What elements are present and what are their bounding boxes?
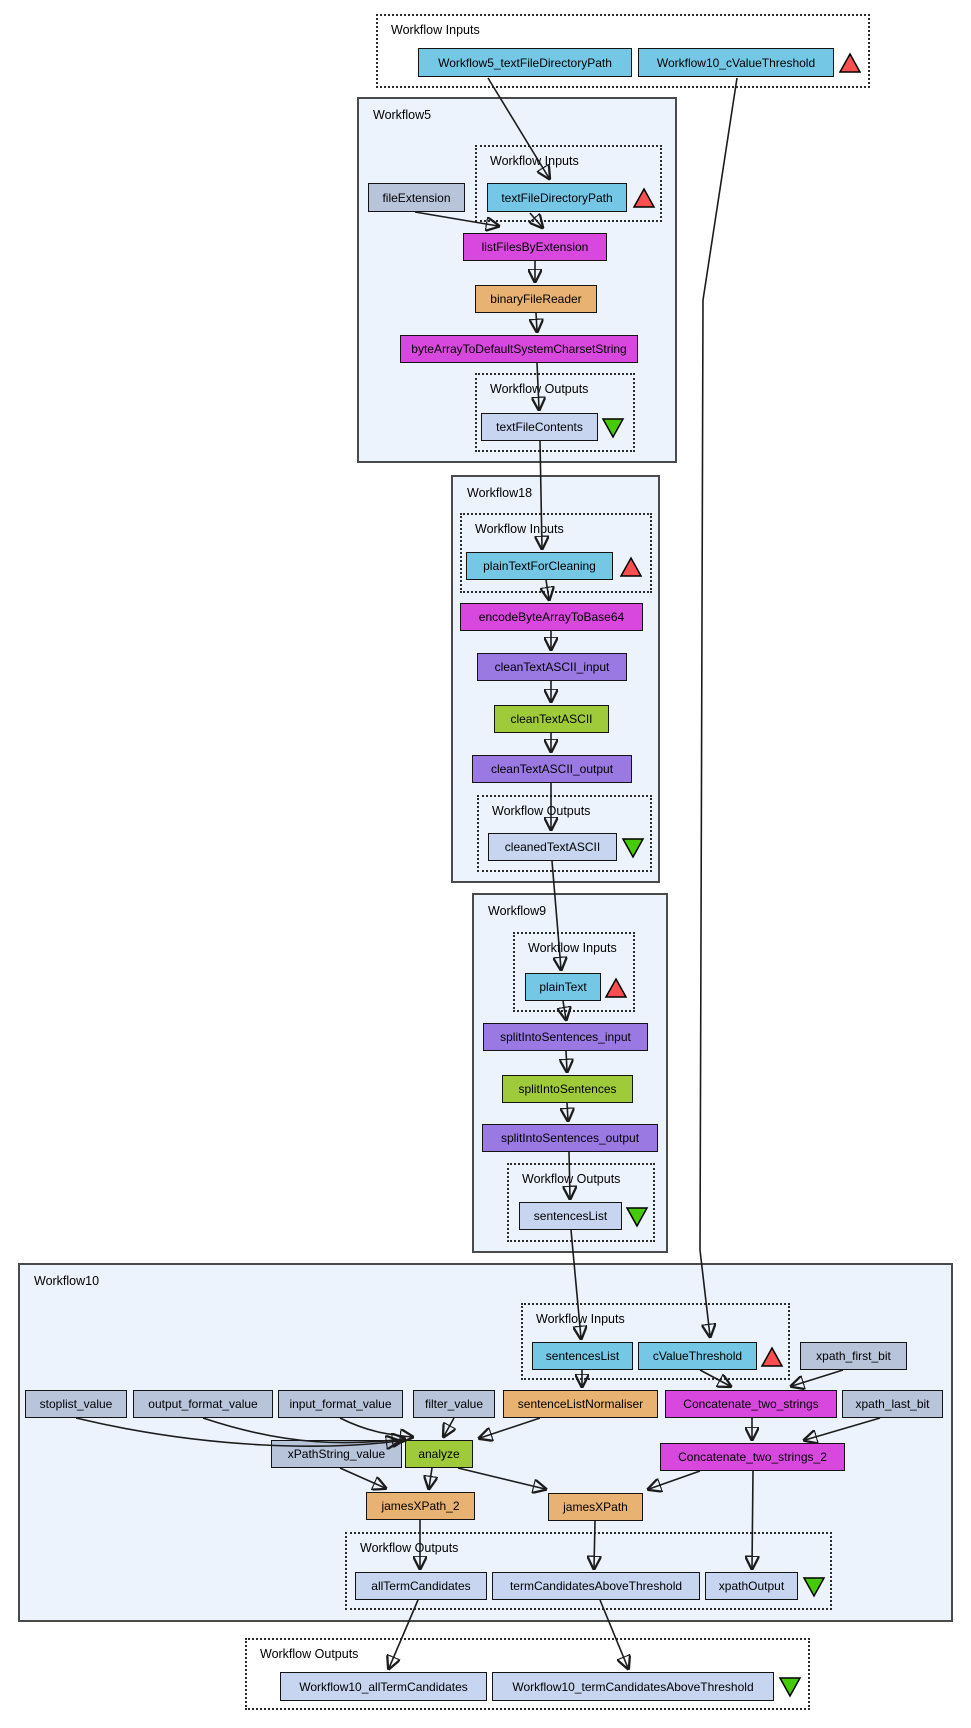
node-binaryFileReader[interactable]: binaryFileReader bbox=[475, 285, 597, 313]
port-sentencesList-in[interactable]: sentencesList bbox=[532, 1342, 633, 1370]
port-textFileContents[interactable]: textFileContents bbox=[481, 413, 598, 441]
node-jamesXPath[interactable]: jamesXPath bbox=[548, 1493, 643, 1521]
workflow5-inputs-title: Workflow Inputs bbox=[490, 154, 579, 168]
workflow5-title: Workflow5 bbox=[373, 108, 432, 122]
node-encodeByteArrayToBase64[interactable]: encodeByteArrayToBase64 bbox=[460, 603, 643, 631]
node-xpath_last_bit[interactable]: xpath_last_bit bbox=[842, 1390, 943, 1418]
node-sentenceListNormaliser[interactable]: sentenceListNormaliser bbox=[503, 1390, 658, 1418]
workflow9-inputs-box: Workflow Inputs bbox=[513, 932, 635, 1012]
output-port-icon bbox=[778, 1677, 802, 1698]
port-textFileDirectoryPath[interactable]: textFileDirectoryPath bbox=[487, 183, 627, 212]
node-xpath_first_bit[interactable]: xpath_first_bit bbox=[800, 1342, 907, 1370]
port-sentencesList-out[interactable]: sentencesList bbox=[519, 1202, 622, 1230]
node-fileExtension[interactable]: fileExtension bbox=[368, 183, 465, 212]
workflow10-outputs-box: Workflow Outputs bbox=[345, 1532, 832, 1610]
edge bbox=[699, 77, 738, 1336]
port-xpathOutput[interactable]: xpathOutput bbox=[705, 1572, 798, 1600]
node-filter_value[interactable]: filter_value bbox=[413, 1390, 495, 1418]
node-cleanTextASCII_output[interactable]: cleanTextASCII_output bbox=[472, 755, 632, 783]
port-plainText[interactable]: plainText bbox=[525, 973, 601, 1001]
port-termCandidatesAboveThreshold[interactable]: termCandidatesAboveThreshold bbox=[492, 1572, 700, 1600]
node-jamesXPath_2[interactable]: jamesXPath_2 bbox=[366, 1492, 475, 1520]
node-input_format_value[interactable]: input_format_value bbox=[278, 1390, 403, 1418]
output-port-icon bbox=[802, 1577, 826, 1598]
node-output_format_value[interactable]: output_format_value bbox=[133, 1390, 273, 1418]
top-workflow-inputs-box: Workflow Inputs bbox=[376, 14, 870, 88]
node-byteArrayToDefaultSystemCharsetString[interactable]: byteArrayToDefaultSystemCharsetString bbox=[400, 335, 638, 363]
output-port-icon bbox=[621, 838, 645, 859]
port-allTermCandidates[interactable]: allTermCandidates bbox=[355, 1572, 487, 1600]
port-Workflow10_cValueThreshold[interactable]: Workflow10_cValueThreshold bbox=[638, 48, 834, 77]
input-port-icon bbox=[632, 187, 656, 208]
input-port-icon bbox=[604, 977, 628, 998]
workflow5-outputs-title: Workflow Outputs bbox=[490, 382, 589, 396]
node-stoplist_value[interactable]: stoplist_value bbox=[25, 1390, 127, 1418]
node-analyze[interactable]: analyze bbox=[405, 1440, 473, 1468]
workflow18-outputs-box: Workflow Outputs bbox=[477, 795, 652, 872]
workflow9-outputs-title: Workflow Outputs bbox=[522, 1172, 621, 1186]
workflow10-title: Workflow10 bbox=[34, 1274, 100, 1288]
node-splitIntoSentences_input[interactable]: splitIntoSentences_input bbox=[483, 1023, 648, 1051]
output-port-icon bbox=[601, 418, 625, 439]
node-splitIntoSentences[interactable]: splitIntoSentences bbox=[502, 1075, 633, 1103]
port-Workflow10_allTermCandidates[interactable]: Workflow10_allTermCandidates bbox=[280, 1672, 487, 1701]
node-cleanTextASCII[interactable]: cleanTextASCII bbox=[494, 705, 609, 733]
bottom-workflow-outputs-box: Workflow Outputs bbox=[245, 1638, 810, 1710]
output-port-icon bbox=[625, 1207, 649, 1228]
workflow10-inputs-title: Workflow Inputs bbox=[536, 1312, 625, 1326]
port-plainTextForCleaning[interactable]: plainTextForCleaning bbox=[466, 552, 613, 580]
node-splitIntoSentences_output[interactable]: splitIntoSentences_output bbox=[482, 1124, 658, 1152]
input-port-icon bbox=[760, 1346, 784, 1367]
top-workflow-inputs-title: Workflow Inputs bbox=[391, 23, 480, 37]
node-listFilesByExtension[interactable]: listFilesByExtension bbox=[463, 233, 607, 261]
workflow18-outputs-title: Workflow Outputs bbox=[492, 804, 591, 818]
port-Workflow10_termCandidatesAboveThreshold[interactable]: Workflow10_termCandidatesAboveThreshold bbox=[492, 1672, 774, 1701]
workflow18-title: Workflow18 bbox=[467, 486, 533, 500]
node-Concatenate_two_strings_2[interactable]: Concatenate_two_strings_2 bbox=[660, 1443, 845, 1471]
bottom-workflow-outputs-title: Workflow Outputs bbox=[260, 1647, 359, 1661]
input-port-icon bbox=[838, 52, 862, 73]
workflow10-outputs-title: Workflow Outputs bbox=[360, 1541, 459, 1555]
port-cleanedTextASCII[interactable]: cleanedTextASCII bbox=[488, 833, 617, 861]
workflow9-title: Workflow9 bbox=[488, 904, 547, 918]
node-Concatenate_two_strings[interactable]: Concatenate_two_strings bbox=[665, 1390, 837, 1418]
input-port-icon bbox=[619, 556, 643, 577]
node-cleanTextASCII_input[interactable]: cleanTextASCII_input bbox=[477, 653, 627, 681]
workflow9-inputs-title: Workflow Inputs bbox=[528, 941, 617, 955]
port-Workflow5_textFileDirectoryPath[interactable]: Workflow5_textFileDirectoryPath bbox=[418, 48, 632, 77]
workflow18-inputs-title: Workflow Inputs bbox=[475, 522, 564, 536]
port-cValueThreshold[interactable]: cValueThreshold bbox=[638, 1342, 757, 1370]
node-xPathString_value[interactable]: xPathString_value bbox=[271, 1440, 402, 1468]
